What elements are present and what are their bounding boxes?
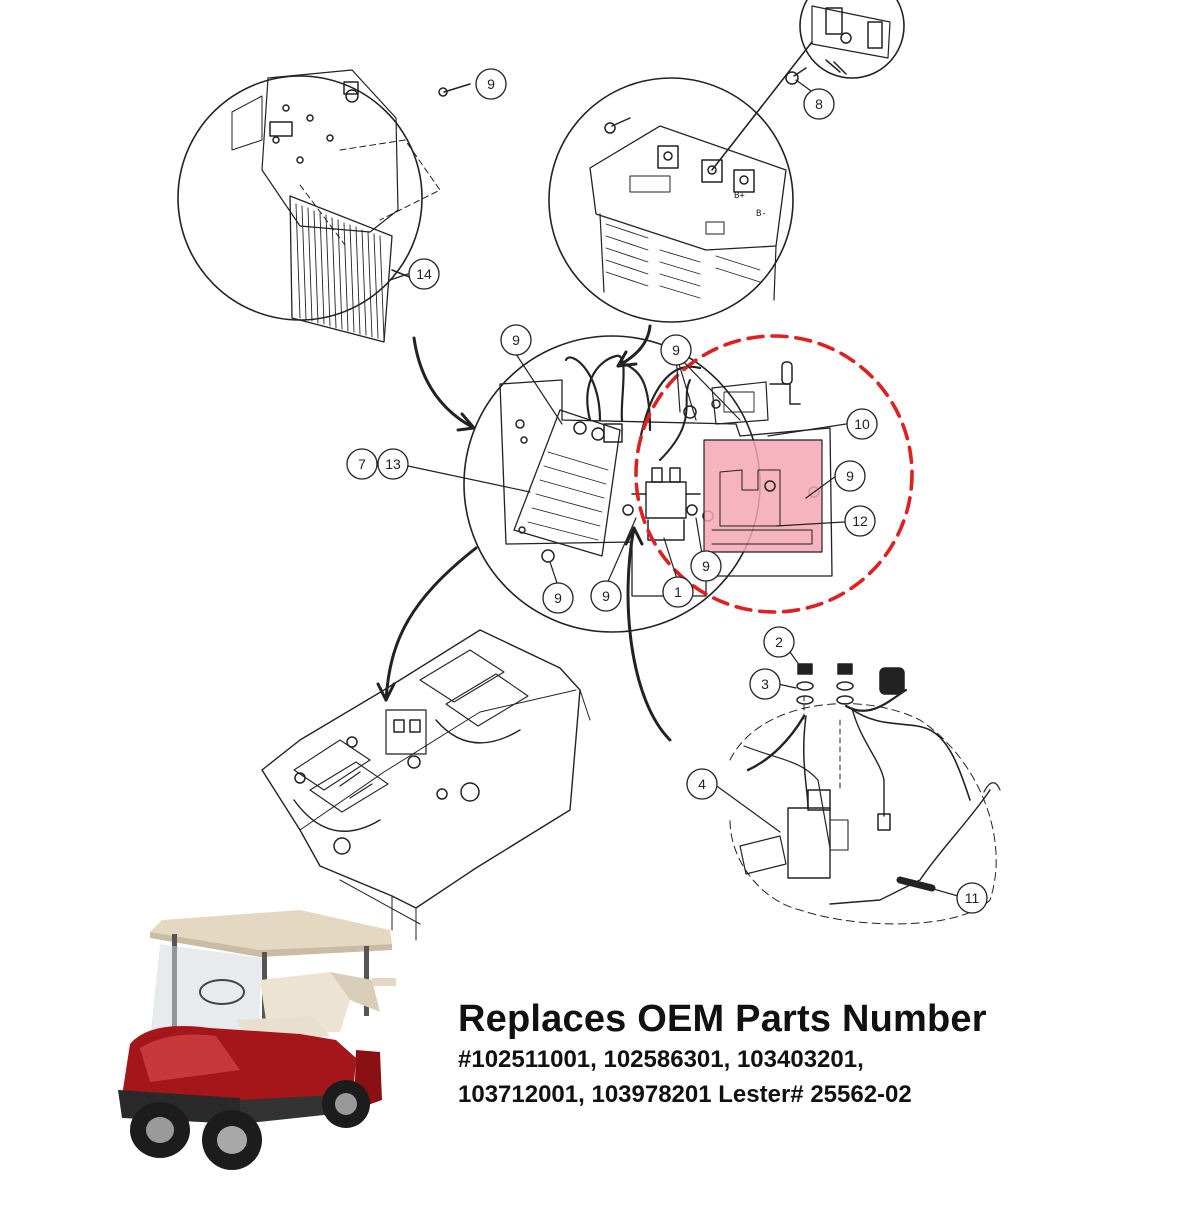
callout-1: 1 — [662, 576, 694, 608]
callout-9-bottom-b: 9 — [590, 580, 622, 612]
svg-text:2: 2 — [775, 634, 783, 650]
callout-7: 7 — [346, 448, 378, 480]
svg-text:9: 9 — [672, 342, 680, 358]
svg-text:9: 9 — [846, 468, 854, 484]
highlight-dashed-circle — [634, 334, 914, 614]
svg-text:9: 9 — [512, 332, 520, 348]
svg-text:9: 9 — [554, 590, 562, 606]
oem-caption: Replaces OEM Parts Number #102511001, 10… — [458, 996, 1178, 1112]
callout-9-top-mid: 9 — [660, 334, 692, 366]
golf-cart-image — [118, 910, 396, 1170]
callout-8: 8 — [803, 88, 835, 120]
connector-arrows — [376, 324, 672, 742]
callout-9-right: 9 — [834, 460, 866, 492]
detail-bubble-board — [177, 69, 471, 343]
highlight-module — [703, 439, 823, 553]
callouts: 9 14 8 9 9 10 9 12 7 13 9 9 1 9 2 3 4 11 — [346, 68, 988, 914]
svg-text:12: 12 — [852, 513, 868, 529]
caption-parts-line-1: #102511001, 102586301, 103403201, — [458, 1046, 864, 1073]
battery-tray — [261, 629, 591, 941]
svg-text:11: 11 — [965, 890, 980, 906]
svg-text:9: 9 — [602, 588, 610, 604]
svg-text:7: 7 — [358, 456, 366, 472]
b-minus-label: B- — [756, 209, 767, 219]
svg-text:3: 3 — [761, 676, 769, 692]
svg-text:13: 13 — [385, 456, 401, 472]
callout-2: 2 — [763, 626, 795, 658]
detail-bubble-controller: B+ B- — [548, 41, 813, 323]
callout-9-board: 9 — [475, 68, 507, 100]
svg-text:9: 9 — [702, 558, 710, 574]
callout-9-top-left: 9 — [500, 324, 532, 356]
svg-text:4: 4 — [698, 776, 706, 792]
svg-text:9: 9 — [487, 76, 495, 92]
callout-9-bottom-c: 9 — [690, 550, 722, 582]
callout-12: 12 — [844, 505, 876, 537]
callout-11: 11 — [956, 882, 988, 914]
callout-10: 10 — [846, 408, 878, 440]
caption-parts-line-2: 103712001, 103978201 Lester# 25562-02 — [458, 1081, 912, 1108]
callout-13: 13 — [377, 448, 409, 480]
detail-bubble-bolt — [785, 0, 905, 85]
callout-14: 14 — [408, 258, 440, 290]
wiring-detail — [729, 663, 1001, 925]
callout-3: 3 — [749, 668, 781, 700]
svg-text:14: 14 — [416, 266, 432, 282]
svg-text:8: 8 — [815, 96, 823, 112]
caption-title: Replaces OEM Parts Number — [458, 998, 987, 1040]
callout-9-bottom-a: 9 — [542, 582, 574, 614]
b-plus-label: B+ — [734, 191, 745, 201]
callout-4: 4 — [686, 768, 718, 800]
svg-text:1: 1 — [674, 584, 682, 600]
svg-text:10: 10 — [854, 416, 870, 432]
leader-lines — [389, 79, 959, 897]
central-assembly — [463, 335, 833, 633]
